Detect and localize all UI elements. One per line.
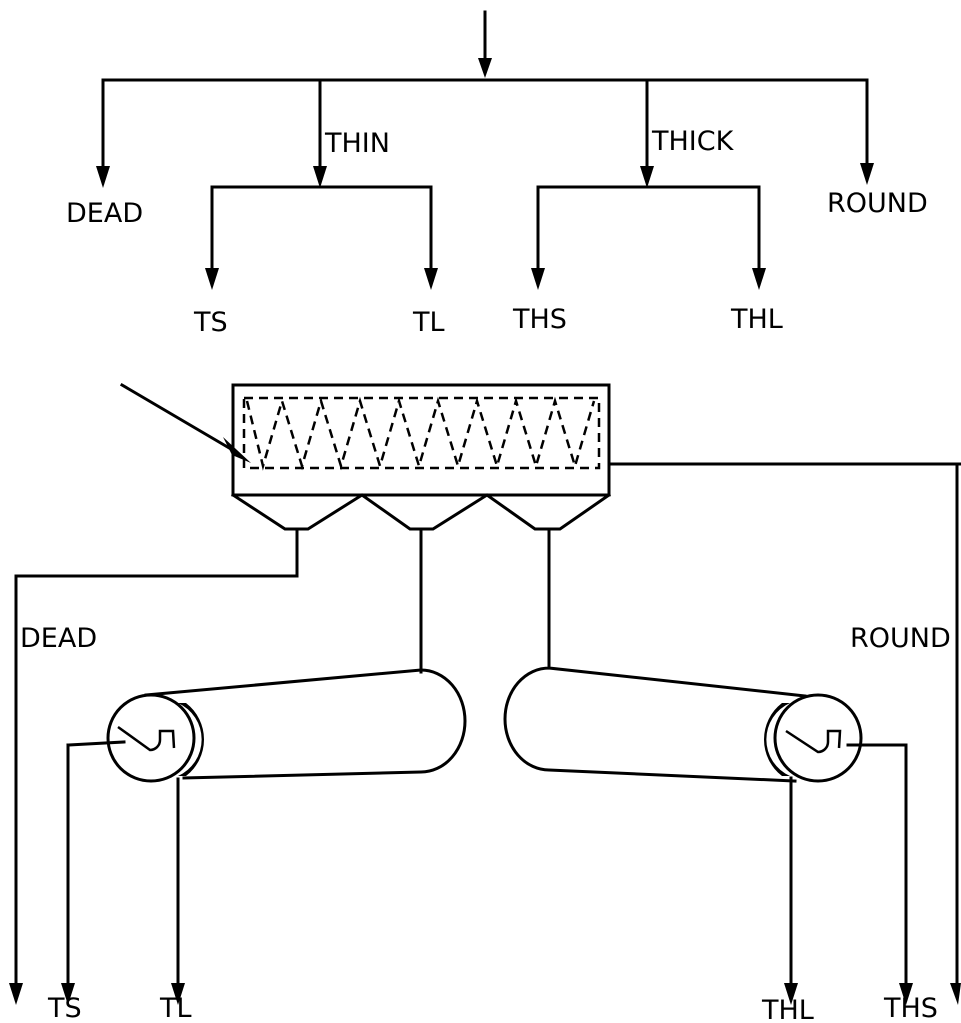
- ts-outlet-horizontal: [66, 740, 126, 747]
- ths-arrow-head: [531, 268, 545, 290]
- round-arrow-head: [860, 163, 874, 185]
- right-cylinder-body: [503, 666, 807, 783]
- screen-zigzag: [245, 396, 596, 471]
- apparatus-thl-label: THL: [761, 995, 814, 1023]
- apparatus-tl-label: TL: [159, 993, 192, 1023]
- feed-arrow-line: [119, 382, 239, 455]
- hoppers: [230, 492, 612, 531]
- round-label: ROUND: [827, 188, 928, 219]
- feed-arrow-head: [223, 437, 251, 463]
- dead-arrow-head-bottom: [9, 983, 23, 1005]
- left-cylinder-body: [144, 668, 467, 780]
- right-cylinder-chute: [785, 729, 842, 754]
- apparatus: DEAD ROUND TS TL THL THS: [9, 382, 961, 1023]
- tl-arrow-head-bottom: [171, 983, 185, 1005]
- tl-label: TL: [412, 307, 445, 338]
- right-cylinder-end: [773, 693, 863, 783]
- right-cylinder-rim: [763, 703, 790, 776]
- ts-arrow-head: [205, 268, 219, 290]
- apparatus-ts-label: TS: [47, 993, 82, 1023]
- left-cylinder-chute: [117, 725, 176, 752]
- left-cylinder-end: [106, 693, 196, 783]
- screen-box: [231, 383, 611, 497]
- thl-arrow-head-bottom: [784, 983, 798, 1005]
- thick-label: THICK: [651, 126, 735, 157]
- input-arrow-head: [478, 58, 492, 78]
- ts-arrow-head-bottom: [61, 983, 75, 1005]
- apparatus-round-label: ROUND: [850, 623, 951, 654]
- dead-label: DEAD: [66, 198, 143, 229]
- ths-arrow-head-bottom: [899, 983, 913, 1005]
- tl-arrow-head: [424, 268, 438, 290]
- round-outlet-arrow-head: [950, 983, 961, 1005]
- dead-arrow-head: [96, 166, 110, 188]
- apparatus-dead-label: DEAD: [20, 623, 97, 654]
- thl-label: THL: [730, 304, 783, 335]
- classification-tree: THIN THICK DEAD ROUND TS TL THS THL: [66, 10, 928, 338]
- thin-label: THIN: [324, 128, 390, 159]
- thin-arrow-head: [313, 166, 327, 188]
- left-cylinder: [61, 668, 467, 1005]
- left-cylinder-rim: [178, 703, 205, 776]
- thick-arrow-head: [640, 166, 654, 188]
- screen-mesh: [242, 396, 601, 470]
- apparatus-ths-label: THS: [883, 993, 938, 1023]
- ths-label: THS: [512, 304, 567, 335]
- thl-arrow-head: [752, 268, 766, 290]
- ts-label: TS: [193, 307, 228, 338]
- right-cylinder: [503, 666, 913, 1005]
